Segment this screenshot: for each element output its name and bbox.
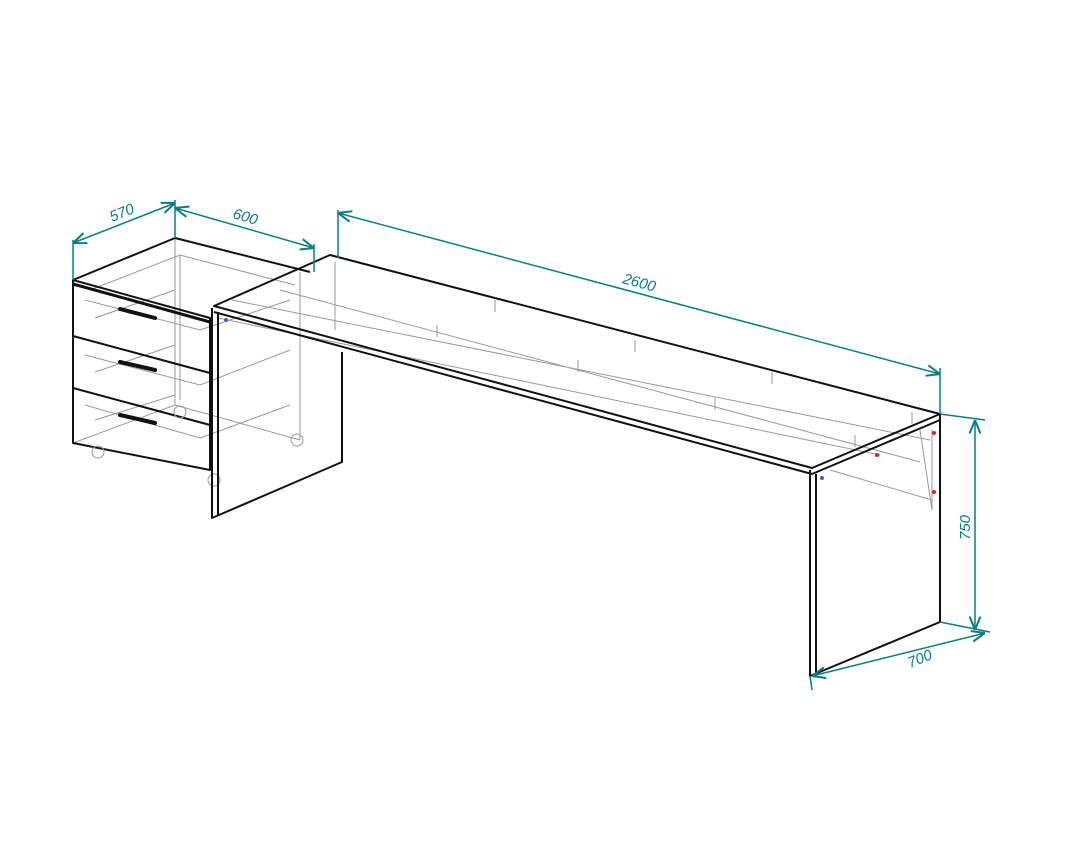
right-leg-panel: [809, 414, 941, 677]
dim-600-label: 600: [231, 206, 260, 229]
left-leg-panel: [211, 308, 343, 519]
dim-600-line: [175, 208, 314, 248]
desk-top: [213, 254, 941, 469]
dim-700-line: [812, 633, 985, 676]
dim-570-label: 570: [107, 200, 137, 225]
dimension-labels: 570 600 2600 750 700: [107, 200, 974, 671]
drawer-handle-top: [118, 307, 157, 320]
dim-700-label: 700: [905, 646, 935, 671]
drawer-handle-bottom: [118, 413, 157, 425]
casters: [91, 405, 304, 487]
dimension-lines: [73, 200, 991, 691]
dim-570-line: [73, 203, 175, 243]
cabinet-hidden-lines: [72, 238, 301, 444]
dim-2600-line: [338, 213, 940, 374]
dim-750-label: 750: [957, 514, 974, 540]
drawer-handle-middle: [118, 360, 157, 372]
dim-2600-label: 2600: [620, 270, 658, 295]
fittings-markers: [224, 318, 936, 494]
desk-hidden-lines: [217, 262, 933, 511]
drawer-handles: [118, 307, 157, 425]
